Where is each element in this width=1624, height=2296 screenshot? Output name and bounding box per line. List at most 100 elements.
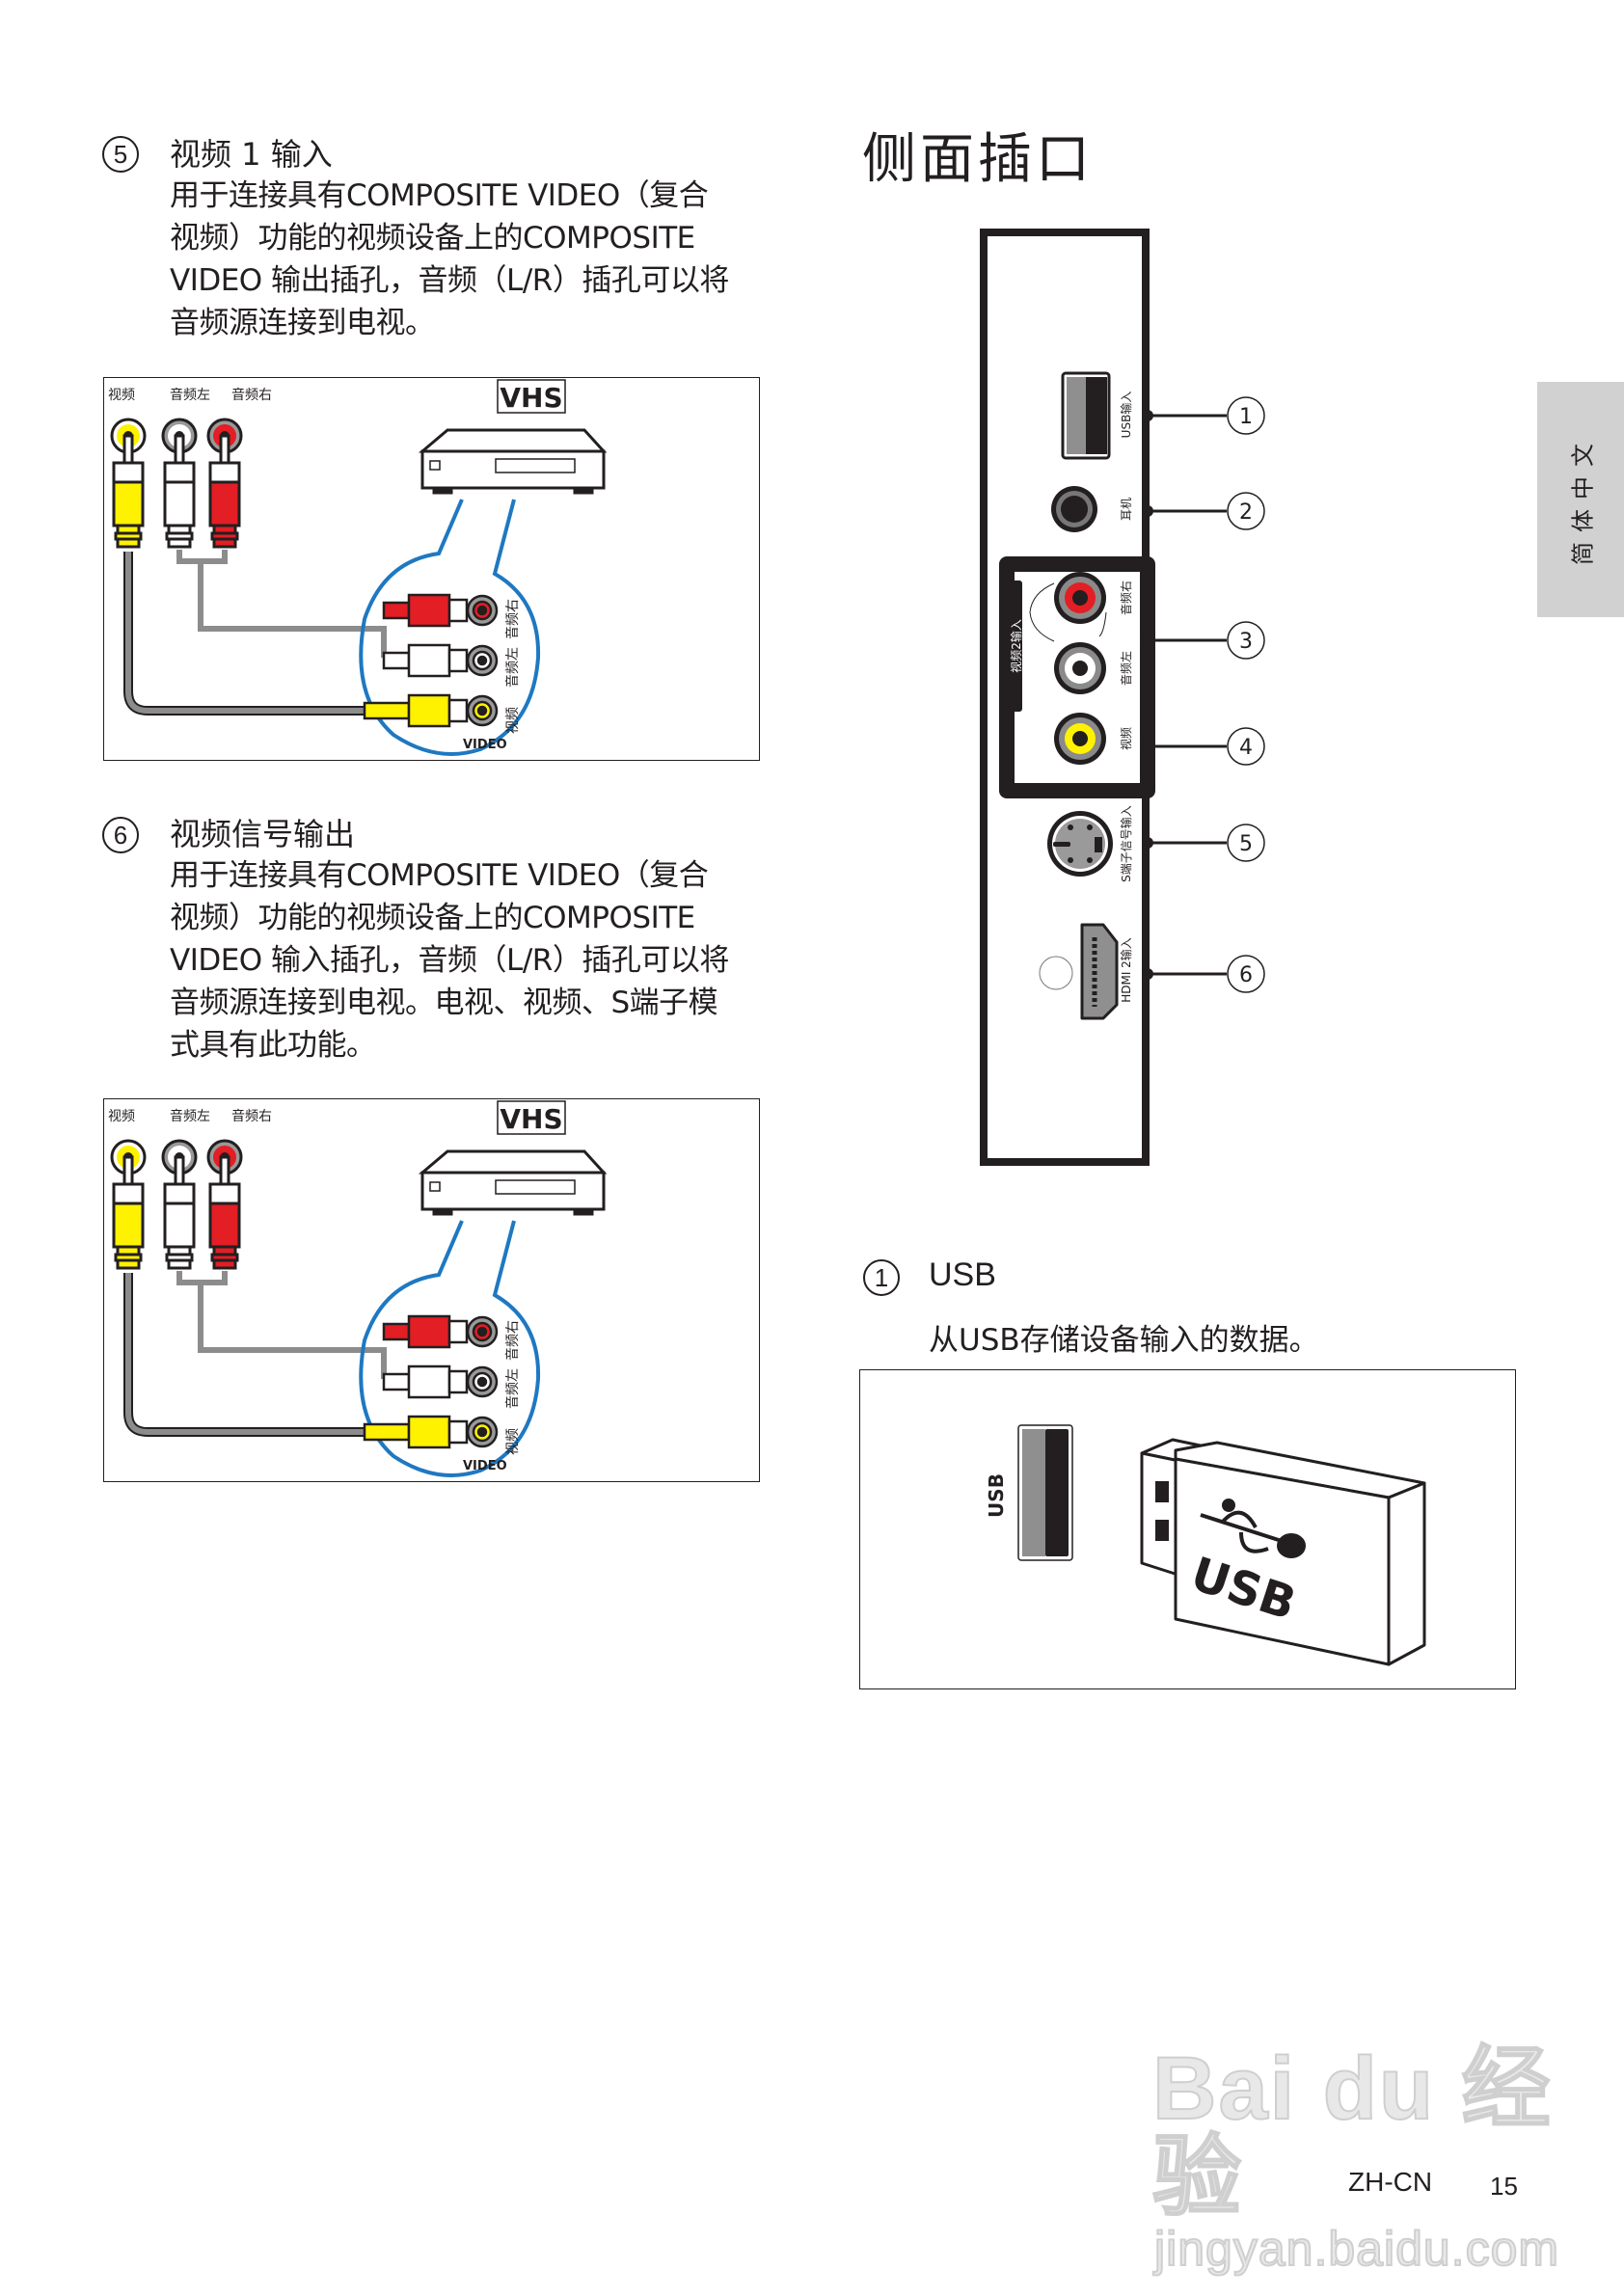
tv-label-audio-right: 音频右 [231, 1108, 272, 1124]
video-jack-icon [1054, 713, 1106, 765]
footer-page-number: 15 [1490, 2172, 1518, 2201]
callout-label-audio-left: 音频左 [504, 647, 521, 688]
vhs-logo-box [497, 379, 566, 414]
port-label-usb: USB输入 [1119, 392, 1133, 439]
body-line: 用于连接具有COMPOSITE VIDEO（复合 [170, 178, 709, 213]
callout-number: 4 [1239, 736, 1253, 760]
vhs-logo-box [497, 1100, 566, 1135]
plug-audio-white [163, 434, 196, 549]
side-panel-diagram: USB输入 耳机 视频2输入 音频右 音频左 视频 [980, 229, 1265, 1166]
body-line: VIDEO 输出插孔，音频（L/R）插孔可以将 [170, 263, 729, 298]
vcr-device-icon [418, 1149, 608, 1216]
page-heading: 侧面插口 [862, 128, 1094, 191]
plug-video-yellow [112, 1155, 145, 1270]
callout-number: 3 [1239, 630, 1253, 654]
language-tab-label: 简体中文 [1569, 434, 1597, 565]
callout-number: 1 [1239, 405, 1253, 429]
usb-port-label: USB [985, 1473, 1008, 1518]
vcr-device-icon [418, 428, 608, 495]
callout-3: 3 [1142, 621, 1265, 660]
watermark-brand: Bai du 经验 [1151, 2039, 1553, 2227]
callout-video-text: VIDEO [463, 738, 507, 752]
callout-4: 4 [1142, 727, 1265, 766]
callout-video-text: VIDEO [463, 1459, 507, 1473]
body-line: 视频）功能的视频设备上的COMPOSITE [170, 221, 695, 256]
section-title-video1-input: 视频 1 输入 [170, 136, 333, 173]
callout-2: 2 [1142, 492, 1265, 530]
body-line: 式具有此功能。 [170, 1028, 376, 1063]
headphone-jack-icon [1051, 486, 1097, 532]
audio-right-jack-icon [1054, 572, 1106, 624]
usb-trident-icon [1200, 1499, 1306, 1558]
body-line: 用于连接具有COMPOSITE VIDEO（复合 [170, 858, 709, 893]
hdmi-port-icon [1080, 923, 1119, 1020]
callout-1: 1 [1142, 396, 1265, 435]
tv-label-video: 视频 [108, 1109, 135, 1124]
section-title-video-signal-output: 视频信号输出 [170, 816, 356, 852]
section-body-video1-input: 用于连接具有COMPOSITE VIDEO（复合 视频）功能的视频设备上的COM… [170, 175, 748, 344]
tv-label-video: 视频 [108, 388, 135, 403]
callout-plug-red [382, 593, 499, 628]
callout-label-video: 视频 [505, 707, 521, 734]
callout-bubble [359, 1220, 541, 1477]
figure-usb-connection: USB USB [859, 1369, 1516, 1689]
s-video-jack-icon [1047, 811, 1113, 877]
indicator-circle [1039, 956, 1073, 990]
callout-plug-white [382, 1364, 499, 1399]
callout-number: 2 [1239, 500, 1253, 525]
callout-number: 5 [1239, 832, 1253, 856]
vhs-logo: VHS [500, 382, 562, 414]
port-label-audio-left: 音频左 [1119, 651, 1133, 686]
footer-locale: ZH-CN [1348, 2167, 1433, 2197]
callout-5: 5 [1142, 824, 1265, 862]
section-number-6: 6 [102, 817, 139, 853]
plug-video-yellow [112, 434, 145, 549]
section-number-5: 5 [102, 136, 139, 173]
connection-diagram: 视频 音频左 音频右 [108, 1100, 608, 1477]
callout-plug-yellow [363, 693, 499, 728]
callout-plug-red [382, 1314, 499, 1349]
audio-left-jack-icon [1054, 642, 1106, 694]
callout-plug-white [382, 643, 499, 678]
audio-cable [176, 1271, 387, 1379]
body-line: 音频源连接到电视。 [170, 306, 435, 340]
port-label-hdmi: HDMI 2输入 [1119, 937, 1133, 1003]
port-label-video: 视频 [1119, 727, 1133, 750]
tv-label-audio-left: 音频左 [170, 1108, 210, 1124]
callout-label-audio-left: 音频左 [504, 1368, 521, 1409]
usb-port-icon [1017, 1424, 1073, 1561]
body-line: 视频）功能的视频设备上的COMPOSITE [170, 901, 695, 935]
audio-cable [176, 550, 387, 658]
tv-label-audio-left: 音频左 [170, 387, 210, 403]
tv-label-audio-right: 音频右 [231, 387, 272, 403]
callout-bubble [359, 499, 541, 756]
usb-section-title: USB [929, 1256, 996, 1293]
callout-6: 6 [1142, 955, 1265, 993]
connection-diagram: 视频 音频左 音频右 [108, 379, 608, 756]
callout-plug-yellow [363, 1415, 499, 1449]
usb-port-icon [1061, 371, 1111, 460]
plug-audio-red [208, 1155, 241, 1270]
body-line: VIDEO 输入插孔，音频（L/R）插孔可以将 [170, 943, 729, 978]
callout-label-video: 视频 [505, 1428, 521, 1455]
usb-section-number: 1 [863, 1259, 900, 1296]
body-line: 音频源连接到电视。电视、视频、S端子模 [170, 986, 718, 1020]
usb-section-description: 从USB存储设备输入的数据。 [929, 1323, 1319, 1358]
callout-number: 6 [1239, 963, 1253, 987]
port-label-audio-right: 音频右 [1119, 581, 1133, 615]
callout-label-audio-right: 音频右 [504, 1320, 521, 1361]
section-body-video-signal-output: 用于连接具有COMPOSITE VIDEO（复合 视频）功能的视频设备上的COM… [170, 854, 748, 1067]
plug-audio-white [163, 1155, 196, 1270]
watermark: Bai du 经验 jingyan.baidu.com [1151, 2039, 1624, 2277]
figure-video1-connection: 视频 音频左 音频右 [103, 377, 760, 761]
usb-diagram: USB USB [985, 1424, 1426, 1666]
group-label-video2-input: 视频2输入 [1009, 619, 1023, 673]
port-label-s-video: S端子信号输入 [1119, 805, 1133, 882]
port-label-headphone: 耳机 [1120, 498, 1133, 521]
plug-audio-red [208, 434, 241, 549]
watermark-url: jingyan.baidu.com [1153, 2221, 1560, 2277]
figure-video-output-connection: 视频 音频左 音频右 [103, 1098, 760, 1482]
callout-label-audio-right: 音频右 [504, 599, 521, 639]
language-tab: 简体中文 [1537, 382, 1624, 617]
vhs-logo: VHS [500, 1103, 562, 1135]
